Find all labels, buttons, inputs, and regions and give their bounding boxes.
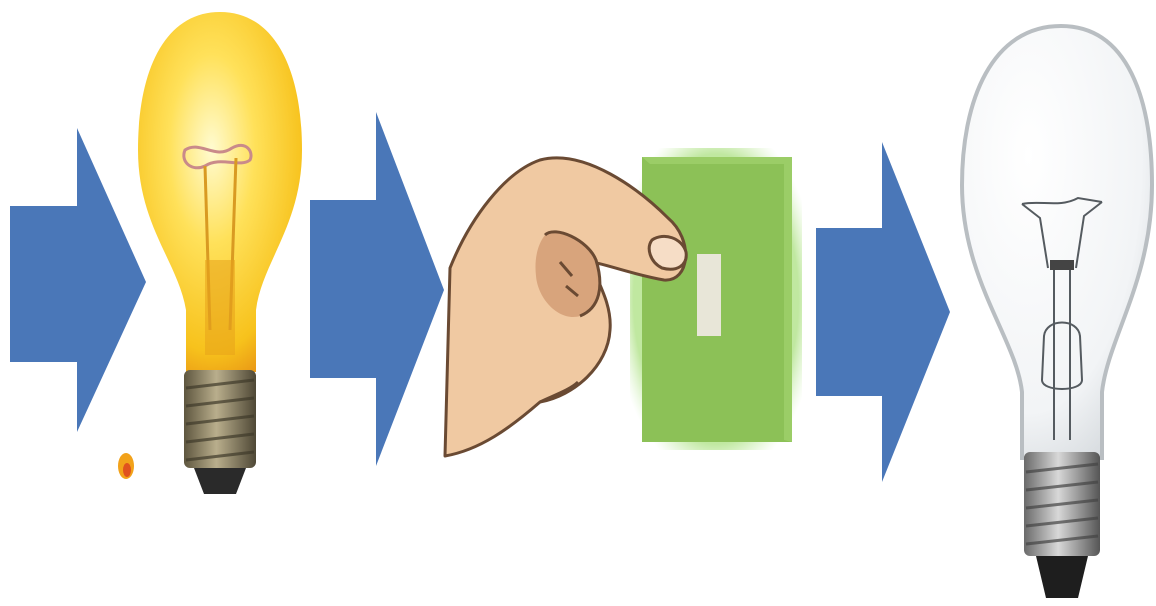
switch-plate [630,148,802,450]
unlit-bulb-icon [962,26,1152,598]
arrow-icon [310,112,444,466]
hand-pressing-switch-icon [445,148,802,456]
arrow-icon [10,128,146,432]
arrow-icon [816,142,950,482]
lit-bulb-icon [118,12,302,494]
